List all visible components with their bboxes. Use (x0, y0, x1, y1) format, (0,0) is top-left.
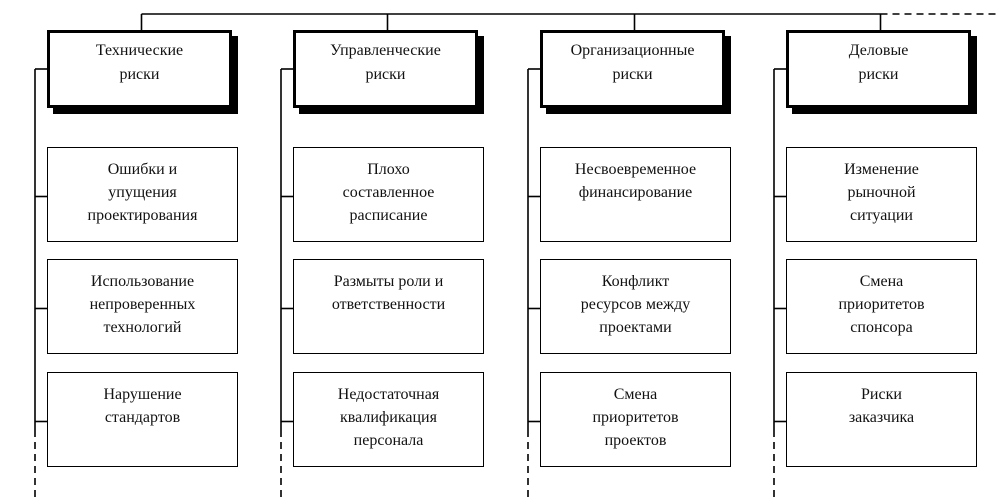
risk-item: Размыты роли и ответственности (293, 259, 484, 354)
category-header-2: Управленческие риски (293, 30, 478, 108)
risk-item: Изменение рыночной ситуации (786, 147, 977, 242)
risk-item: Риски заказчика (786, 372, 977, 467)
category-header-1: Технические риски (47, 30, 232, 108)
risk-item: Использование непроверенных технологий (47, 259, 238, 354)
risk-item: Нарушение стандартов (47, 372, 238, 467)
risk-item: Конфликт ресурсов между проектами (540, 259, 731, 354)
risk-item: Плохо составленное расписание (293, 147, 484, 242)
risk-item: Несвоевременное финансирование (540, 147, 731, 242)
category-header-3: Организационные риски (540, 30, 725, 108)
risk-item: Недостаточная квалификация персонала (293, 372, 484, 467)
risk-item: Смена приоритетов спонсора (786, 259, 977, 354)
category-header-4: Деловые риски (786, 30, 971, 108)
risk-item: Ошибки и упущения проектирования (47, 147, 238, 242)
risk-item: Смена приоритетов проектов (540, 372, 731, 467)
